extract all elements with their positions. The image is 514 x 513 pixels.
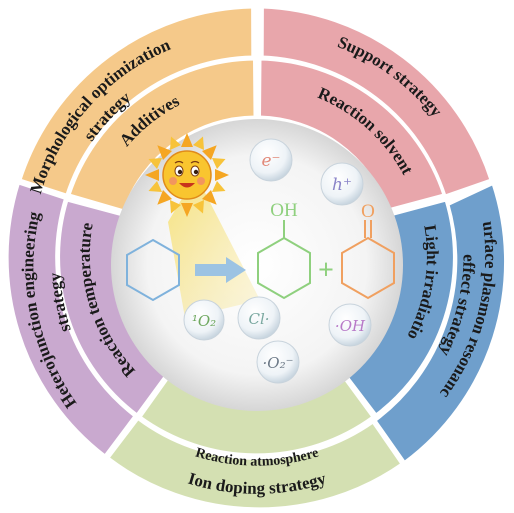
segment-ion-doping xyxy=(105,416,405,511)
bubble-singlet-oxygen: ¹O₂ xyxy=(183,299,225,341)
bubble-superoxide: ·O₂⁻ xyxy=(256,340,300,384)
plus-sign: + xyxy=(318,255,334,286)
hydroxyl-group-label: OH xyxy=(270,200,298,221)
hydroxyl-radical-label: ·OH xyxy=(335,317,366,335)
reaction-arrow xyxy=(195,257,246,283)
chlorine-radical-label: Cl· xyxy=(248,310,269,328)
superoxide-label: ·O₂⁻ xyxy=(263,354,294,372)
inner-ring xyxy=(57,57,456,457)
cyclohexane-reactant xyxy=(126,238,180,302)
cyclohexanol-product: OH xyxy=(257,200,311,300)
hole-label: h⁺ xyxy=(332,175,352,195)
bubble-hole: h⁺ xyxy=(320,162,364,206)
electron-label: e⁻ xyxy=(261,151,280,171)
sun-icon xyxy=(145,133,229,217)
light-beam xyxy=(168,175,260,318)
bubble-hydroxyl-radical: ·OH xyxy=(328,303,372,347)
outer-ring xyxy=(5,5,508,511)
cyclohexanone-product: O xyxy=(341,201,395,300)
segment-reaction-solvent xyxy=(257,57,446,212)
singlet-oxygen-label: ¹O₂ xyxy=(192,312,216,330)
bubble-chlorine-radical: Cl· xyxy=(237,296,281,340)
bubble-electron: e⁻ xyxy=(249,138,293,182)
segment-morphological xyxy=(18,5,255,198)
segment-heterojunction xyxy=(5,181,138,459)
carbonyl-oxygen-label: O xyxy=(361,201,375,222)
